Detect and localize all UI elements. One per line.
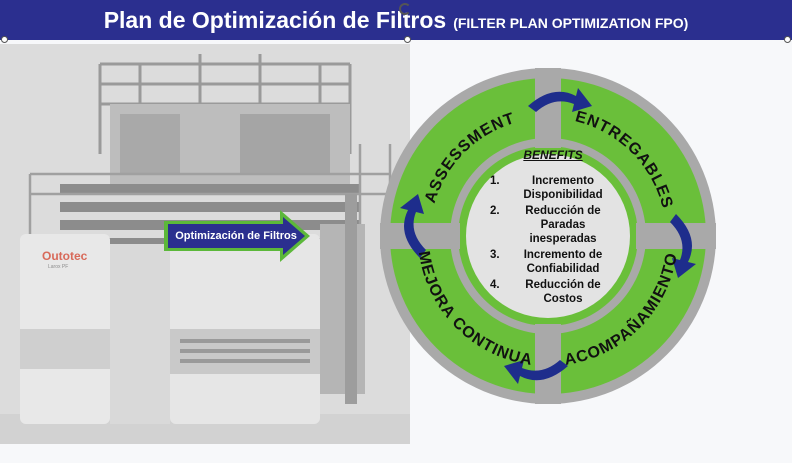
benefit-number: 3.	[490, 249, 500, 261]
optimization-label: Optimización de Filtros	[175, 230, 297, 242]
title-bar: Plan de Optimización de Filtros (FILTER …	[0, 0, 792, 40]
benefit-item: 3. Incremento de Confiabilidad	[490, 248, 616, 276]
brand-model: Larox PF	[48, 264, 69, 270]
benefits-title: BENEFITS	[523, 148, 583, 162]
benefit-item: 1. Incremento Disponibilidad	[490, 174, 616, 202]
benefit-text: Reducción de Paradas inesperadas	[525, 205, 601, 245]
page-subtitle: (FILTER PLAN OPTIMIZATION FPO)	[453, 14, 689, 31]
benefits-list: 1. Incremento Disponibilidad 2. Reducció…	[490, 174, 616, 306]
selection-handle-center[interactable]	[404, 36, 411, 43]
benefit-number: 2.	[490, 205, 500, 217]
benefit-text: Incremento Disponibilidad	[523, 175, 603, 201]
brand-logo: Outotec	[42, 249, 88, 263]
benefit-number: 1.	[490, 175, 500, 187]
selection-handle-left[interactable]	[1, 36, 8, 43]
filter-press-image: Outotec Larox PF	[0, 44, 410, 444]
benefit-text: Incremento de Confiabilidad	[523, 249, 603, 275]
benefit-item: 2. Reducción de Paradas inesperadas	[490, 204, 616, 246]
selection-handle-right[interactable]	[784, 36, 791, 43]
improvement-cycle-diagram: ASSESSMENT ENTREGABLES ACOMPAÑAMIENTO ME…	[378, 66, 718, 406]
page-title: Plan de Optimización de Filtros	[103, 6, 447, 33]
benefit-item: 4. Reducción de Costos	[490, 278, 616, 306]
benefit-number: 4.	[490, 279, 500, 291]
rotate-handle-icon[interactable]	[399, 3, 411, 15]
right-arrow-shape	[164, 210, 310, 262]
cycle-ring: ASSESSMENT ENTREGABLES ACOMPAÑAMIENTO ME…	[380, 68, 716, 404]
benefits-panel: BENEFITS 1. Incremento Disponibilidad 2.…	[490, 148, 616, 328]
cycle-arrows	[400, 88, 696, 384]
optimization-arrow-banner: Optimización de Filtros	[162, 208, 312, 264]
benefit-text: Reducción de Costos	[525, 279, 601, 305]
